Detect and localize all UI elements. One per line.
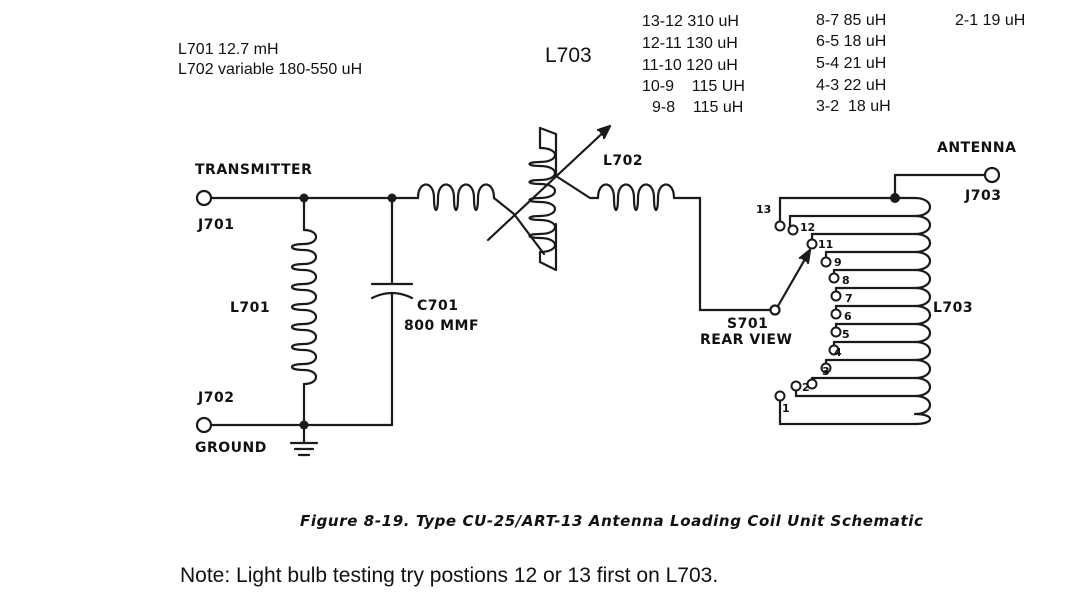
tap-number-12: 12: [800, 221, 816, 234]
tap-note-2: 12-11 130 uH: [642, 35, 738, 52]
tap-contact-7: [830, 290, 842, 302]
series-coil: [416, 183, 496, 212]
tap-number-5: 5: [842, 328, 850, 341]
tap-number-1: 1: [782, 402, 790, 415]
j702-connector: [195, 416, 213, 434]
tap-number-4: 4: [834, 346, 842, 359]
note-l702: L702 variable 180-550 uH: [178, 61, 363, 78]
label-s701-view: REAR VIEW: [700, 332, 793, 348]
tap-number-9: 9: [834, 256, 842, 269]
tap-number-6: 6: [844, 310, 852, 323]
junction-dot: [299, 420, 309, 430]
tap-note-4: 10-9 115 UH: [642, 78, 745, 95]
label-j701: J701: [198, 217, 235, 233]
tap-contact-11: [806, 238, 818, 250]
tap-number-13: 13: [756, 203, 772, 216]
tap-number-11: 11: [818, 238, 834, 251]
tap-note-5: 9-8 115 uH: [652, 99, 744, 116]
tap-contact-2b: [806, 378, 818, 390]
l702-variable-coil: [528, 146, 557, 254]
tap-note-3: 11-10 120 uH: [642, 57, 738, 74]
tap-contact-4: [828, 344, 840, 356]
tap-contact-3: [820, 362, 832, 374]
label-j703: J703: [965, 188, 1002, 204]
s701-common: [769, 304, 781, 316]
tap-contact-9: [820, 256, 832, 268]
figure-caption: Figure 8-19. Type CU-25/ART-13 Antenna L…: [300, 512, 924, 530]
tap-contact-6: [830, 308, 842, 320]
tap-note-7: 6-5 18 uH: [816, 33, 887, 50]
j703-connector: [983, 166, 1001, 184]
footer-note: Note: Light bulb testing try postions 12…: [180, 564, 719, 587]
l703-coil: [913, 196, 932, 426]
junction-dot: [890, 193, 900, 203]
junction-dot: [299, 193, 309, 203]
label-c701-value: 800 MMF: [404, 318, 480, 334]
tap-contact-1: [774, 390, 786, 402]
label-transmitter: TRANSMITTER: [195, 162, 313, 178]
tap-contact-2: [790, 380, 802, 392]
note-l703-title: L703: [545, 44, 592, 67]
tap-note-1: 13-12 310 uH: [642, 13, 739, 30]
j701-connector: [195, 189, 213, 207]
tap-note-9: 4-3 22 uH: [816, 77, 887, 94]
l702-adjust-arrow: [486, 126, 610, 242]
label-c701: C701: [417, 298, 459, 314]
tap-contact-5: [830, 326, 842, 338]
tap-note-6: 8-7 85 uH: [816, 12, 887, 29]
tap-number-7: 7: [845, 292, 853, 305]
tap-note-8: 5-4 21 uH: [816, 55, 887, 72]
tap-number-2: 2: [802, 381, 810, 394]
note-l701: L701 12.7 mH: [178, 41, 279, 58]
l702-lead: [492, 196, 546, 256]
tap-note-11: 2-1 19 uH: [955, 12, 1026, 29]
s701-wiper: [776, 252, 810, 308]
label-l702: L702: [603, 153, 644, 169]
label-ground: GROUND: [195, 440, 267, 456]
label-l701: L701: [230, 300, 271, 316]
tap-note-10: 3-2 18 uH: [816, 98, 891, 115]
junction-dot: [387, 193, 397, 203]
tap-contact-12: [787, 224, 799, 236]
label-antenna: ANTENNA: [937, 140, 1017, 156]
label-s701: S701: [727, 316, 769, 332]
tap-number-8: 8: [842, 274, 850, 287]
label-j702: J702: [198, 390, 235, 406]
l701-coil: [290, 228, 318, 386]
tap-contact-8: [828, 272, 840, 284]
tap-contact-13: [774, 220, 786, 232]
l702-coil-horizontal: [596, 183, 702, 212]
tap-number-3: 3: [822, 365, 830, 378]
label-l703: L703: [933, 300, 974, 316]
